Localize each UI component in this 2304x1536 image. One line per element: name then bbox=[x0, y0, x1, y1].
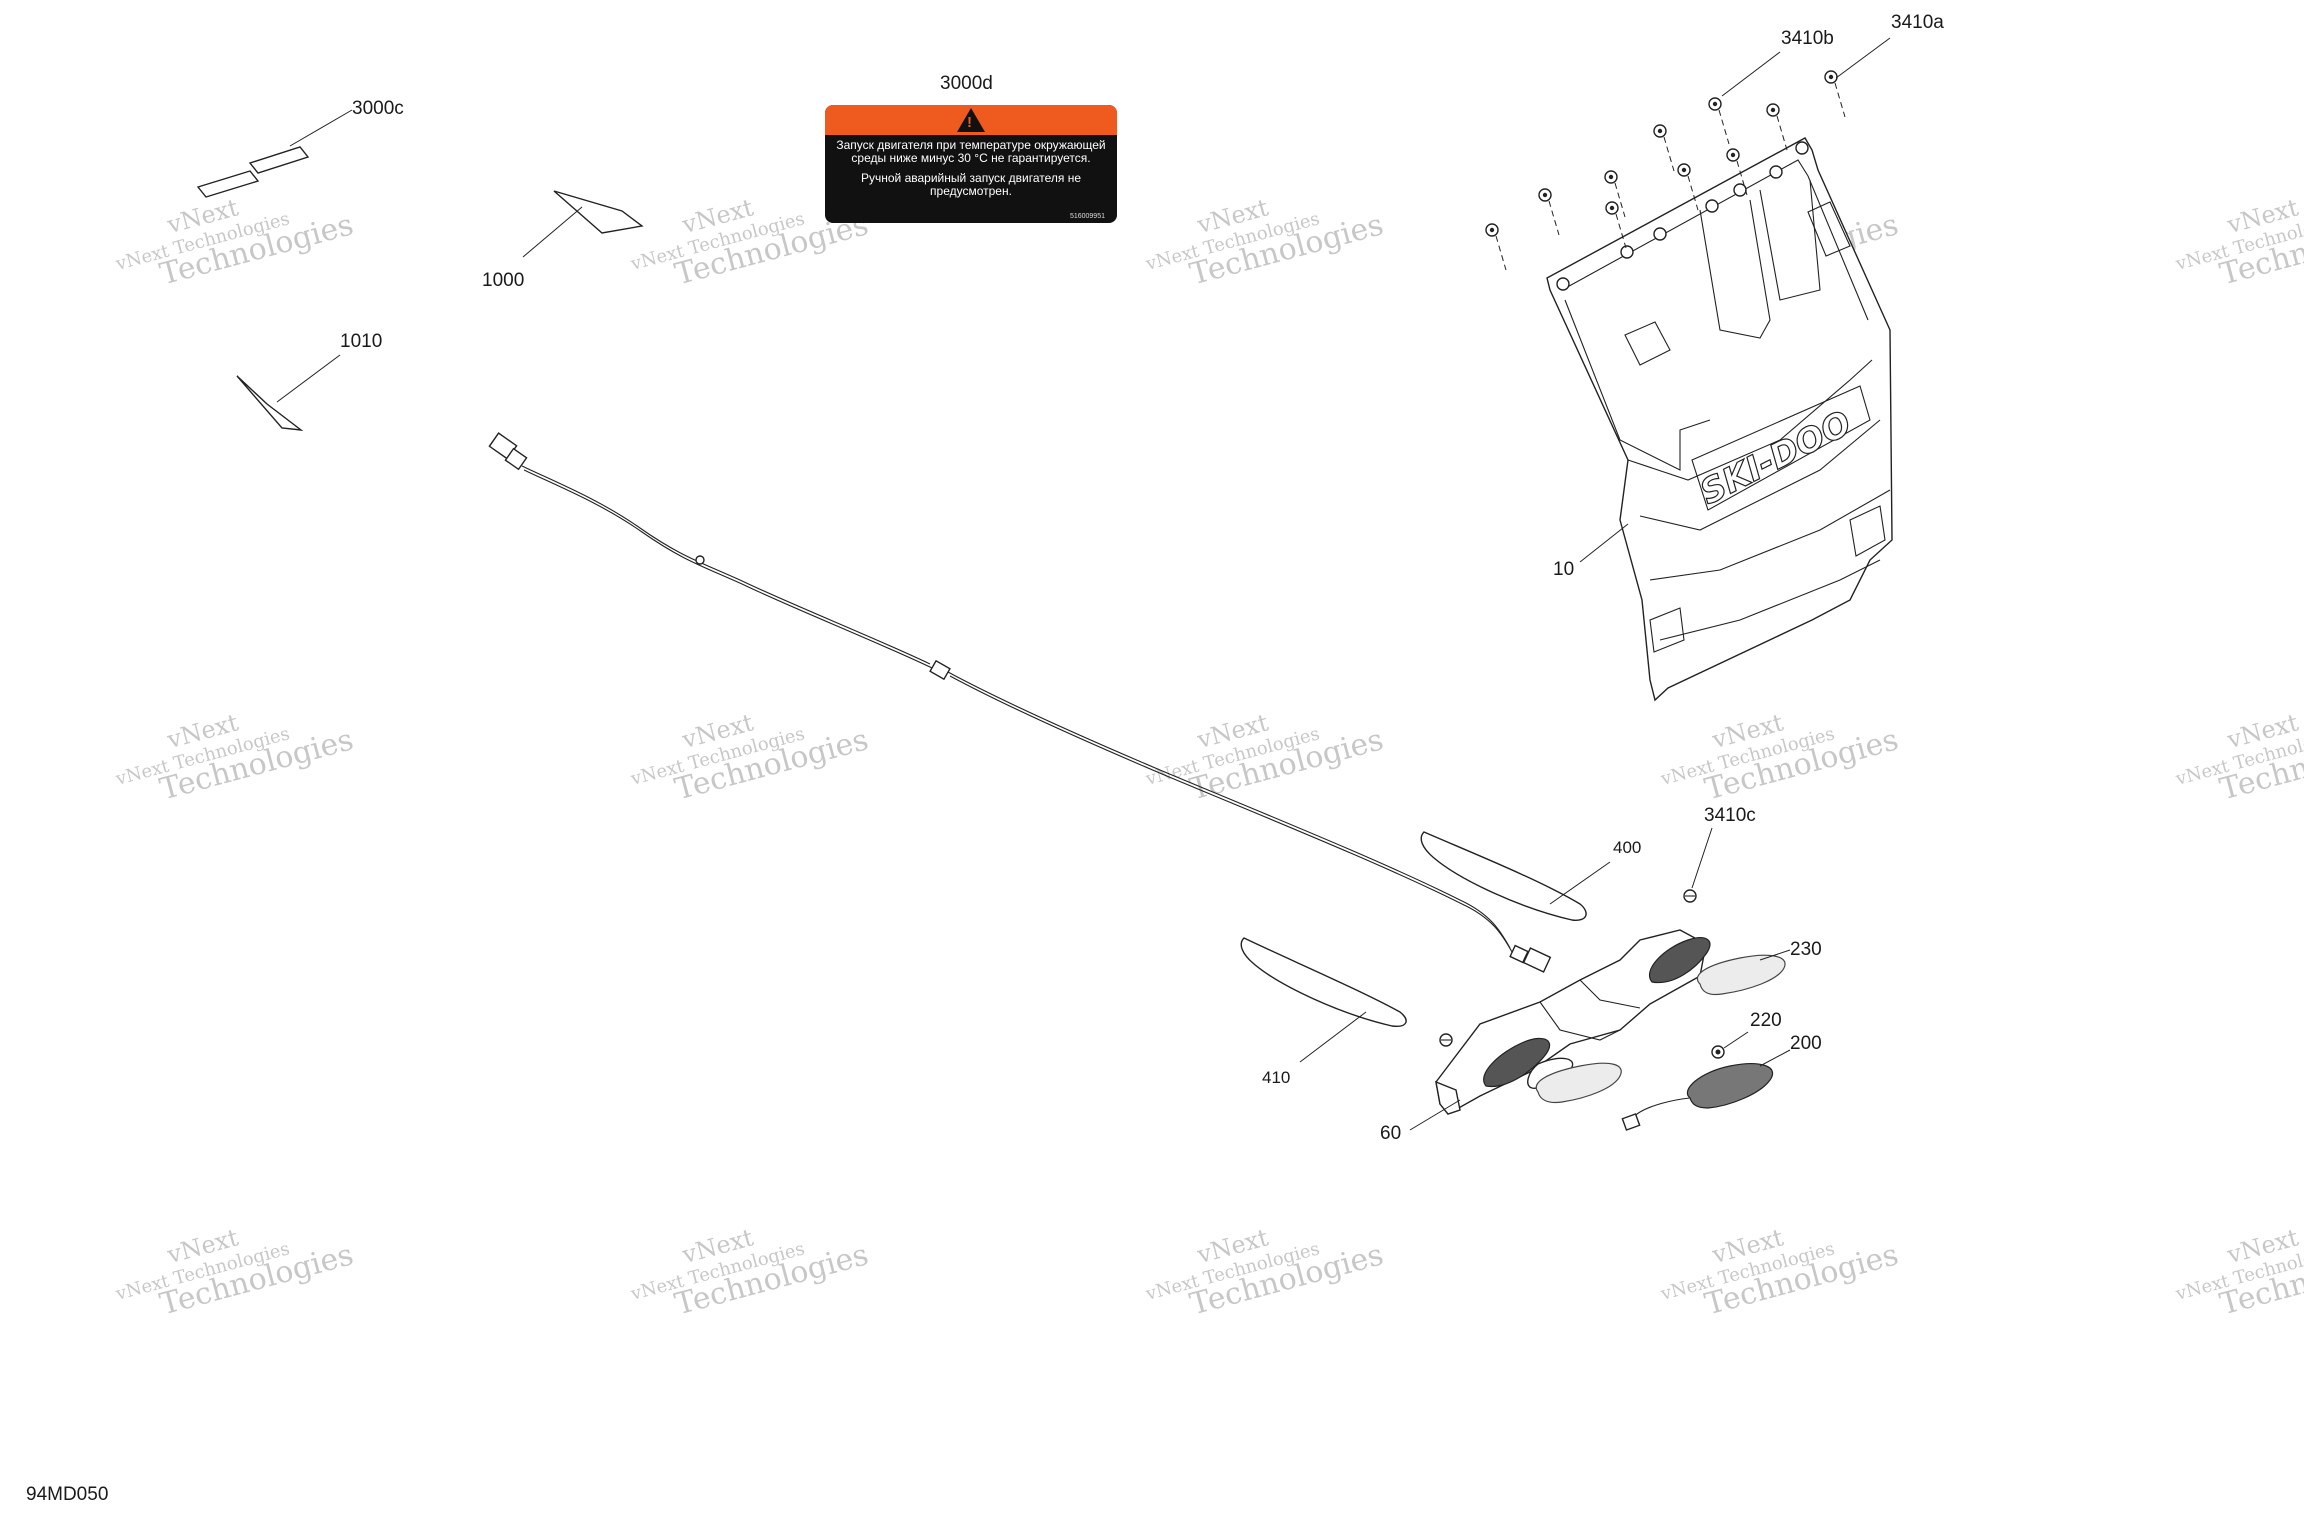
screw-icon bbox=[1677, 163, 1699, 211]
callout-3410a: 3410a bbox=[1891, 12, 1944, 33]
screw-icon bbox=[1605, 201, 1627, 249]
callout-410: 410 bbox=[1262, 1068, 1290, 1087]
part-3000c-decals[interactable] bbox=[196, 109, 353, 198]
part-410-reflector[interactable] bbox=[1240, 937, 1407, 1063]
screw-icon bbox=[1726, 148, 1748, 196]
part-10-snow-flap[interactable]: SKI-DOO bbox=[1546, 137, 1893, 702]
callout-10: 10 bbox=[1553, 559, 1574, 580]
part-3410a-3410b-fasteners[interactable] bbox=[1485, 37, 1891, 271]
callout-220: 220 bbox=[1750, 1010, 1782, 1031]
callout-3410b: 3410b bbox=[1781, 28, 1834, 49]
part-60-taillight-housing[interactable] bbox=[1409, 929, 1711, 1131]
callout-400: 400 bbox=[1613, 838, 1641, 857]
decal-warning-band: ! bbox=[825, 105, 1117, 135]
callout-1000: 1000 bbox=[482, 270, 524, 291]
part-1000-decal[interactable] bbox=[522, 190, 644, 258]
washer-icon bbox=[1824, 70, 1846, 118]
part-230-lens[interactable] bbox=[1696, 949, 1791, 996]
callout-200: 200 bbox=[1790, 1033, 1822, 1054]
decal-text-line2: Ручной аварийный запуск двигателя не пре… bbox=[860, 171, 1082, 198]
part-400-reflector[interactable] bbox=[1420, 831, 1611, 921]
callout-230: 230 bbox=[1790, 939, 1822, 960]
part-1010-decal[interactable] bbox=[236, 354, 341, 431]
callout-60: 60 bbox=[1380, 1123, 1401, 1144]
washer-icon bbox=[1766, 103, 1788, 151]
part-220-nut[interactable] bbox=[1711, 1031, 1749, 1059]
washer-icon bbox=[1538, 188, 1560, 236]
washer-icon bbox=[1708, 97, 1730, 145]
part-3410c-screw[interactable] bbox=[1683, 827, 1713, 903]
part-3000d-warning-decal[interactable]: ! Запуск двигателя при температуре окруж… bbox=[825, 105, 1117, 223]
callout-1010: 1010 bbox=[340, 331, 382, 352]
part-lens-left[interactable] bbox=[1535, 1062, 1622, 1104]
part-wiring-harness[interactable] bbox=[488, 432, 1552, 973]
warning-triangle-icon: ! bbox=[957, 108, 985, 132]
washer-icon bbox=[1653, 124, 1675, 172]
callout-3410c: 3410c bbox=[1704, 805, 1756, 826]
callout-3000d: 3000d bbox=[940, 73, 993, 94]
decal-text: Запуск двигателя при температуре окружаю… bbox=[825, 135, 1117, 198]
part-200-light-module[interactable] bbox=[1621, 1049, 1791, 1131]
washer-icon bbox=[1604, 170, 1626, 218]
washer-icon bbox=[1485, 223, 1507, 271]
figure-id: 94MD050 bbox=[26, 1484, 109, 1505]
decal-text-line1: Запуск двигателя при температуре окружаю… bbox=[836, 138, 1106, 165]
decal-part-code: 516009951 bbox=[1069, 213, 1105, 220]
callout-3000c: 3000c bbox=[352, 98, 404, 119]
